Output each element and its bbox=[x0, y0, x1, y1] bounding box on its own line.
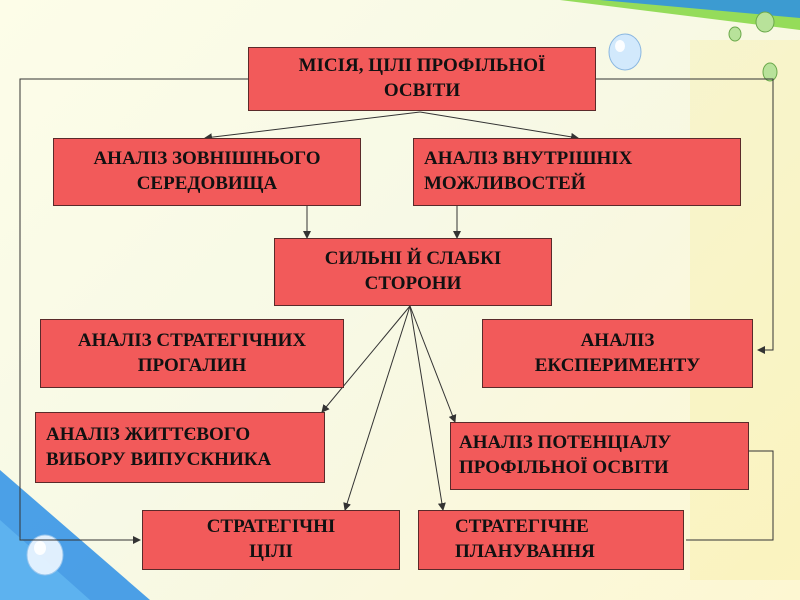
node-potential-analysis: АНАЛІЗ ПОТЕНЦІАЛУ ПРОФІЛЬНОЇ ОСВІТИ bbox=[450, 422, 749, 490]
node-life-choice-label: АНАЛІЗ ЖИТТЄВОГО ВИБОРУ ВИПУСКНИКА bbox=[46, 423, 272, 470]
node-strengths-weaknesses-label: СИЛЬНІ Й СЛАБКІ СТОРОНИ bbox=[324, 248, 502, 294]
water-drop-icon bbox=[755, 11, 775, 33]
water-drop-highlight bbox=[34, 541, 46, 555]
node-strategic-gaps-label: АНАЛІЗ СТРАТЕГІЧНИХ ПРОГАЛИН bbox=[77, 329, 307, 376]
node-strengths-weaknesses: СИЛЬНІ Й СЛАБКІ СТОРОНИ bbox=[274, 238, 552, 306]
node-external-analysis: АНАЛІЗ ЗОВНІШНЬОГО СЕРЕДОВИЩА bbox=[53, 138, 361, 206]
node-internal-analysis: АНАЛІЗ ВНУТРІШНІХ МОЖЛИВОСТЕЙ bbox=[413, 138, 741, 206]
loop-mission-to-goals bbox=[19, 78, 248, 544]
node-life-choice: АНАЛІЗ ЖИТТЄВОГО ВИБОРУ ВИПУСКНИКА bbox=[35, 412, 325, 483]
water-drop-icon bbox=[762, 62, 778, 82]
node-mission: МІСІЯ, ЦІЛІ ПРОФІЛЬНОЇ ОСВІТИ bbox=[248, 47, 596, 111]
arrow-swot-to-planning bbox=[409, 305, 446, 511]
node-external-analysis-label: АНАЛІЗ ЗОВНІШНЬОГО СЕРЕДОВИЩА bbox=[93, 148, 321, 194]
arrow-swot-to-life-choice bbox=[321, 305, 411, 413]
top-right-blue-stripe bbox=[600, 0, 800, 18]
node-strategic-planning-label: СТРАТЕГІЧНЕ ПЛАНУВАННЯ bbox=[455, 516, 595, 562]
node-strategic-planning: СТРАТЕГІЧНЕ ПЛАНУВАННЯ bbox=[418, 510, 684, 570]
loop-mission-to-experiment bbox=[596, 78, 774, 354]
node-mission-label: МІСІЯ, ЦІЛІ ПРОФІЛЬНОЇ ОСВІТИ bbox=[298, 55, 546, 101]
node-internal-analysis-label: АНАЛІЗ ВНУТРІШНІХ МОЖЛИВОСТЕЙ bbox=[424, 148, 633, 194]
node-experiment-analysis-label: АНАЛІЗ ЕКСПЕРИМЕНТУ bbox=[534, 329, 701, 376]
node-strategic-gaps: АНАЛІЗ СТРАТЕГІЧНИХ ПРОГАЛИН bbox=[40, 319, 344, 388]
water-drop-icon bbox=[728, 26, 742, 42]
node-strategic-goals-label: СТРАТЕГІЧНІ ЦІЛІ bbox=[206, 516, 336, 562]
right-yellow-glow bbox=[690, 40, 800, 580]
arrow-mission-to-external bbox=[204, 111, 421, 142]
node-experiment-analysis: АНАЛІЗ ЕКСПЕРИМЕНТУ bbox=[482, 319, 753, 388]
loop-potential-to-planning bbox=[686, 450, 774, 541]
arrow-swot-to-goals bbox=[343, 305, 411, 511]
node-potential-analysis-label: АНАЛІЗ ПОТЕНЦІАЛУ ПРОФІЛЬНОЇ ОСВІТИ bbox=[459, 432, 672, 478]
arrow-mission-to-internal bbox=[419, 111, 579, 141]
water-drop-highlight bbox=[615, 40, 625, 52]
arrow-swot-to-potential bbox=[409, 305, 457, 423]
node-strategic-goals: СТРАТЕГІЧНІ ЦІЛІ bbox=[142, 510, 400, 570]
